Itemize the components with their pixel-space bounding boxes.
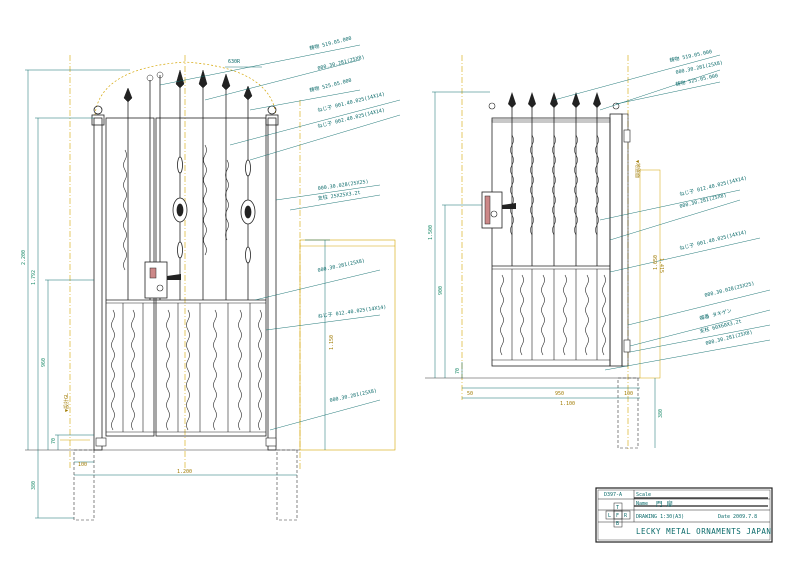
left-note-10: 000.30.281(25X8) bbox=[329, 388, 377, 404]
left-annotations: 鋳物 519.05.000 000.30.281(25X8) 鋳物 525.05… bbox=[309, 35, 387, 404]
right-annotations: 鋳物 519.05.000 000.30.281(25X8) 鋳物 525.05… bbox=[669, 48, 755, 347]
right-dimensions: 1.500 900 70 ▼地盤面 1.415 1.050 50 950 100… bbox=[428, 160, 664, 418]
scale-label: Scale bbox=[636, 492, 651, 498]
left-note-3: 鋳物 525.05.000 bbox=[309, 77, 353, 94]
left-dim-post-width: 100 bbox=[78, 462, 87, 468]
right-dim-w-right: 100 bbox=[624, 391, 633, 397]
cell-f: F bbox=[616, 513, 619, 519]
left-dim-total-width: 1.200 bbox=[177, 469, 192, 475]
left-dim-height-a: 1.792 bbox=[31, 270, 37, 285]
left-gate bbox=[25, 44, 401, 521]
right-ground-label: ▼地盤面 bbox=[634, 160, 641, 178]
left-dim-height-b: 960 bbox=[41, 358, 47, 367]
row3-date: Date 2009.7.8 bbox=[718, 514, 757, 520]
right-note-8: 蝶番 タキゲン bbox=[699, 307, 733, 322]
drawing-no: D397-A bbox=[604, 492, 622, 498]
left-note-1: 鋳物 519.05.000 bbox=[309, 35, 353, 52]
name-label: Name bbox=[636, 501, 648, 507]
cell-r: R bbox=[624, 513, 628, 519]
right-dim-w-mid: 950 bbox=[555, 391, 564, 397]
cell-l: L bbox=[608, 513, 611, 519]
left-dim-total-height: 2.200 bbox=[21, 250, 27, 265]
left-ground-label: ▼設計GL bbox=[63, 393, 70, 412]
left-dim-wall-height: 1.150 bbox=[329, 335, 335, 350]
right-dim-total-width: 1.100 bbox=[560, 401, 575, 407]
right-note-4: ねじ子 012.40.025(14X14) bbox=[679, 174, 748, 198]
right-note-7: 000.30.028(25X25) bbox=[704, 281, 755, 299]
right-dim-bottom: 70 bbox=[455, 368, 461, 374]
right-dim-post-depth: 380 bbox=[658, 409, 664, 418]
right-dim-height-b: 900 bbox=[438, 286, 444, 295]
left-dim-post-depth: 380 bbox=[31, 481, 37, 490]
right-note-1: 鋳物 519.05.000 bbox=[669, 48, 713, 64]
left-note-2: 000.30.281(25X8) bbox=[317, 54, 365, 71]
left-note-9: ねじ子 012.40.025(14X14) bbox=[317, 303, 386, 320]
name-value: 門 扉 bbox=[656, 499, 673, 508]
right-dim-w-left: 50 bbox=[467, 391, 473, 397]
left-arch-label: 630R bbox=[228, 59, 241, 65]
left-dim-bottom: 70 bbox=[51, 438, 57, 444]
lock-box bbox=[144, 261, 181, 299]
title-block: D397-A Scale Name 門 扉 T L F R B DRAWING … bbox=[595, 487, 773, 543]
right-dim-side-height: 1.415 bbox=[658, 258, 664, 273]
right-dim-height-a: 1.500 bbox=[428, 225, 434, 240]
left-note-8: 000.30.281(25X8) bbox=[317, 258, 365, 274]
cell-t: T bbox=[616, 505, 619, 511]
row3-text: DRAWING 1:30(A3) bbox=[636, 514, 684, 520]
left-dimensions: 2.200 1.792 960 70 380 ▼設計GL 100 1.200 1… bbox=[21, 250, 335, 490]
cell-b: B bbox=[616, 521, 619, 527]
right-lock-box bbox=[481, 191, 516, 229]
right-dim-side-height-b: 1.050 bbox=[653, 255, 659, 270]
left-note-6: 000.30.028(25X25) bbox=[317, 179, 369, 192]
right-gate bbox=[425, 54, 771, 450]
company-name: LECKY METAL ORNAMENTS JAPAN bbox=[636, 527, 771, 536]
